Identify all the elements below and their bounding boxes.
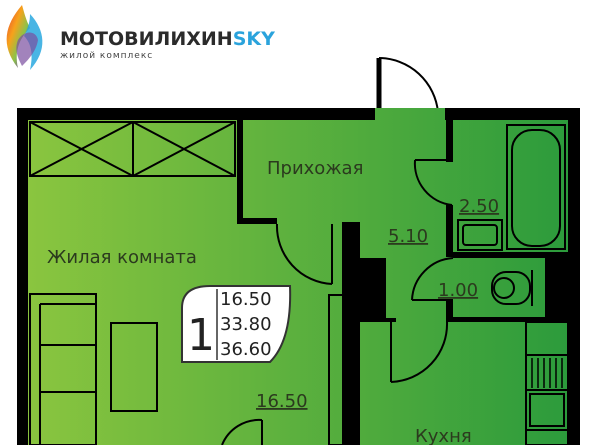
sink-icon (457, 219, 503, 251)
badge-total-area: 33.80 (220, 314, 272, 335)
hall-area: 5.10 (388, 226, 428, 247)
living-name: Жилая комната (47, 247, 197, 268)
balcony (29, 121, 236, 177)
logo-name-accent: SKY (233, 28, 275, 50)
logo-name-main: МОТОВИЛИХИН (60, 28, 233, 50)
toilet-area: 1.00 (438, 280, 478, 301)
kitchen-counter (525, 321, 569, 445)
svg-text:МОТОВИЛИХИНSKY: МОТОВИЛИХИНSKY (60, 28, 275, 50)
rooms-count: 1 (187, 310, 215, 361)
bathtub-icon (511, 129, 561, 247)
hall-name: Прихожая (267, 158, 363, 179)
walls (17, 108, 580, 445)
bathroom-area: 2.50 (459, 196, 499, 217)
kitchen-name: Кухня (415, 426, 472, 445)
interior-doors (221, 159, 454, 445)
living-area: 16.50 (256, 391, 308, 412)
badge-living-area: 16.50 (220, 289, 272, 310)
entrance-door (376, 57, 439, 113)
logo-subtitle: жилой комплекс (60, 51, 153, 61)
sofa-icon (29, 293, 97, 445)
badge-total-with-balcony: 36.60 (220, 339, 272, 360)
fixtures (29, 124, 569, 445)
table-icon (110, 322, 158, 412)
logo-flame-icon (6, 5, 43, 70)
toilet-icon (493, 277, 515, 299)
apartment-badge: 1 16.50 33.80 36.60 (181, 285, 292, 363)
wardrobe (328, 294, 344, 445)
